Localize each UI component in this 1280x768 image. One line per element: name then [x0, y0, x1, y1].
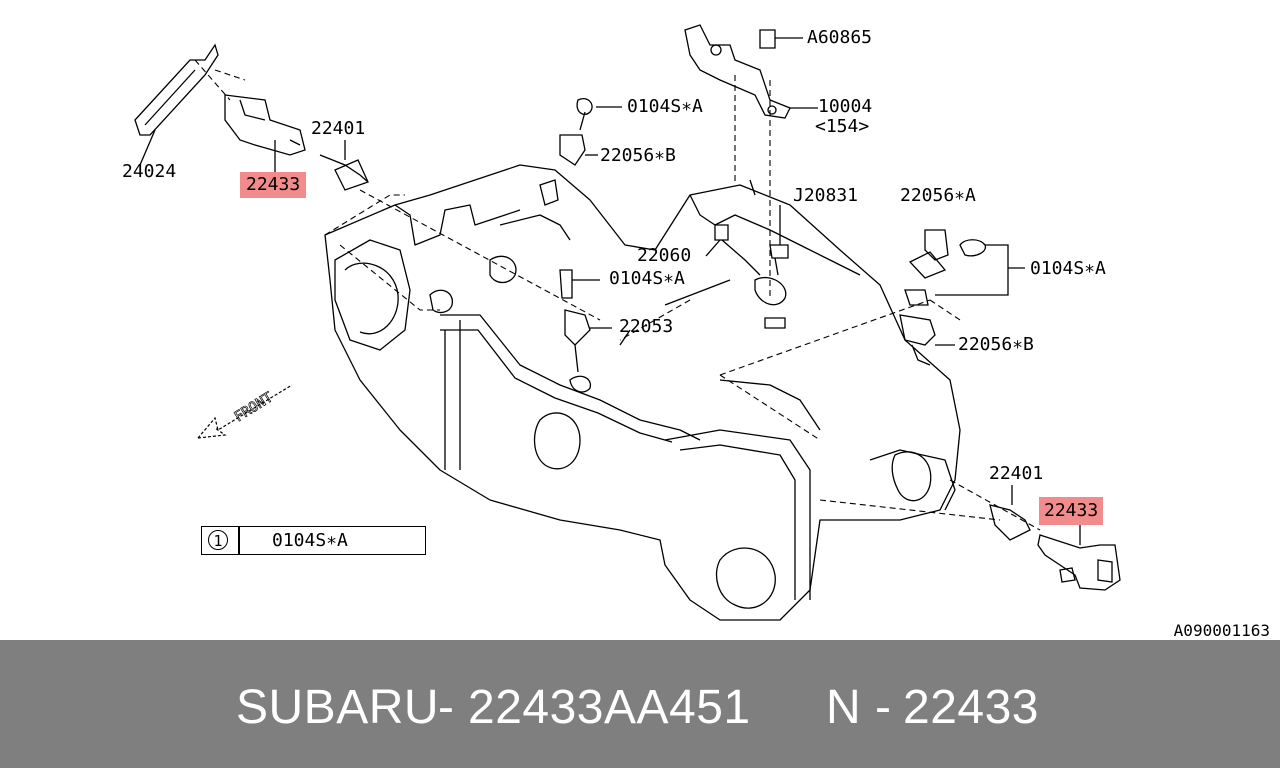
engine-drawing: FRONT	[134, 24, 1121, 621]
footer-brand: SUBARU	[236, 681, 440, 734]
label-0104s-top: 0104S∗A	[627, 96, 703, 117]
label-22401-right: 22401	[989, 463, 1044, 484]
legend-number: 1	[208, 530, 228, 550]
footer-ref-number: 22433	[903, 681, 1039, 734]
label-22401-left: 22401	[311, 118, 366, 139]
label-0104s-right: 0104S∗A	[1030, 258, 1106, 279]
label-22433-left: 22433	[240, 172, 307, 198]
legend-box: 1 0104S∗A	[201, 526, 426, 555]
diagram-part-number: A090001163	[1173, 621, 1270, 640]
label-10004-sub: <154>	[815, 116, 870, 137]
footer-n: N	[826, 681, 862, 734]
label-22056b-right: 22056∗B	[958, 334, 1034, 355]
legend-code: 0104S∗A	[272, 530, 348, 551]
label-a60865: A60865	[807, 27, 873, 48]
legend-divider	[238, 527, 240, 554]
label-24024: 24024	[122, 161, 177, 182]
front-arrow-label: FRONT	[232, 389, 277, 425]
label-22056a: 22056∗A	[900, 185, 976, 206]
label-22060: 22060	[637, 245, 692, 266]
label-22053: 22053	[619, 316, 674, 337]
parts-diagram: FRONT A60865 10004 <154> 0104S∗A 22056∗B…	[122, 24, 1270, 640]
footer-dash-1: -	[438, 681, 455, 734]
footer-oem-number: 22433AA451	[468, 681, 751, 734]
label-22433-right: 22433	[1039, 497, 1104, 525]
label-22056b-top: 22056∗B	[600, 145, 676, 166]
footer-dash-2: -	[875, 681, 892, 734]
label-0104s-mid: 0104S∗A	[609, 268, 685, 289]
footer-banner: SUBARU - 22433AA451 N - 22433	[0, 640, 1280, 768]
label-j20831: J20831	[793, 185, 859, 206]
label-10004: 10004	[818, 96, 873, 117]
